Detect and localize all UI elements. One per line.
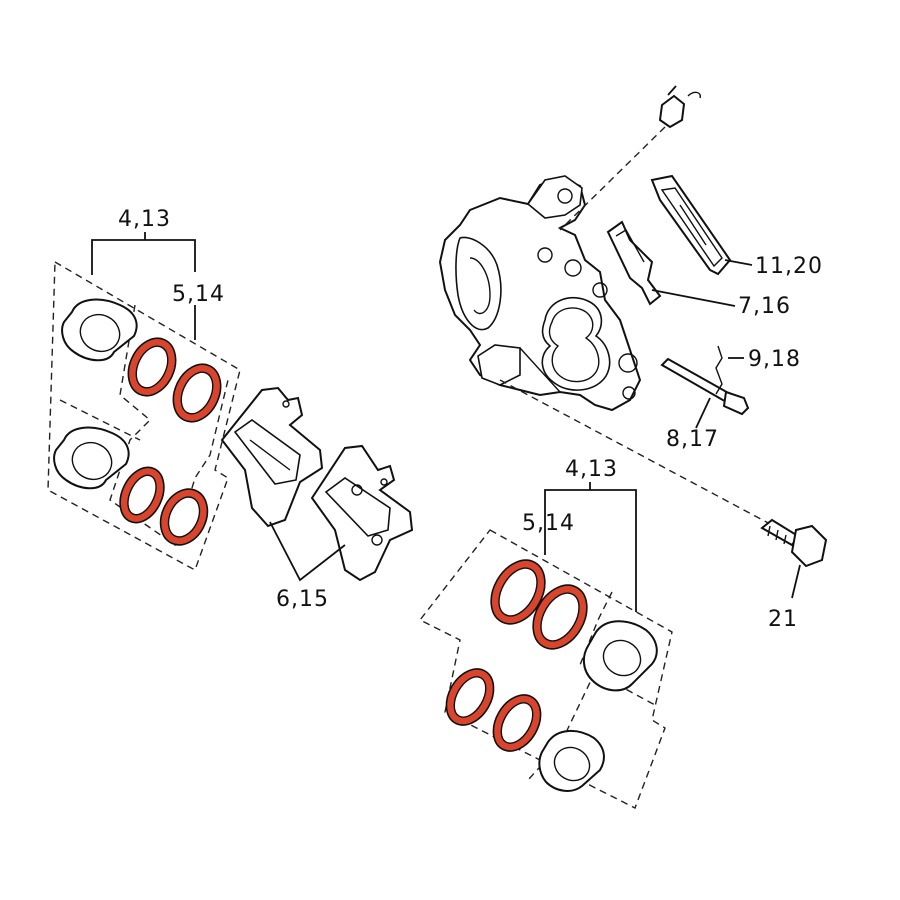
brake-pad-front xyxy=(220,386,324,528)
r-spring-clip: 9,18 xyxy=(715,345,801,395)
right-piston-upper xyxy=(582,620,658,692)
bleed-screw xyxy=(559,85,701,231)
left-piston-seal-group: 4,13 5,14 xyxy=(47,207,241,572)
left-piston-upper xyxy=(61,298,138,362)
caliper-body xyxy=(438,175,642,412)
label-pin: 8,17 xyxy=(666,427,719,452)
left-seal-4 xyxy=(159,488,209,546)
pads-leader xyxy=(269,521,346,582)
label-left-seal: 5,14 xyxy=(172,282,225,307)
shim-plate: 11,20 xyxy=(650,174,823,279)
left-piston-lower xyxy=(53,426,130,490)
label-bolt: 21 xyxy=(768,607,798,632)
pad-spring-clip: 7,16 xyxy=(606,220,791,319)
label-pads: 6,15 xyxy=(276,587,329,612)
left-seal-3 xyxy=(119,466,165,524)
right-piston-lower xyxy=(538,730,605,792)
left-seal-2 xyxy=(172,363,222,423)
right-seal-3 xyxy=(445,668,495,726)
retaining-pin: 8,17 xyxy=(660,357,750,452)
label-left-piston: 4,13 xyxy=(118,207,171,232)
left-seal-dashed-outline xyxy=(109,304,229,547)
left-piston-divider xyxy=(59,399,141,441)
brake-pads: 6,15 xyxy=(220,386,414,612)
brake-pad-rear xyxy=(310,444,414,582)
label-right-piston: 4,13 xyxy=(565,457,618,482)
right-seal-4 xyxy=(492,694,542,752)
left-seal-1 xyxy=(127,337,177,397)
label-shim: 11,20 xyxy=(755,254,823,279)
label-clip: 7,16 xyxy=(738,294,791,319)
label-spring-clip: 9,18 xyxy=(748,347,801,372)
right-piston-seal-group: 4,13 5,14 xyxy=(418,457,673,809)
mounting-bolt: 21 xyxy=(499,379,828,632)
right-seal-1 xyxy=(490,559,546,625)
right-seal-2 xyxy=(532,584,588,650)
left-piston-bracket xyxy=(91,239,196,275)
label-right-seal: 5,14 xyxy=(522,511,575,536)
right-group-dashed-outline xyxy=(418,529,673,809)
